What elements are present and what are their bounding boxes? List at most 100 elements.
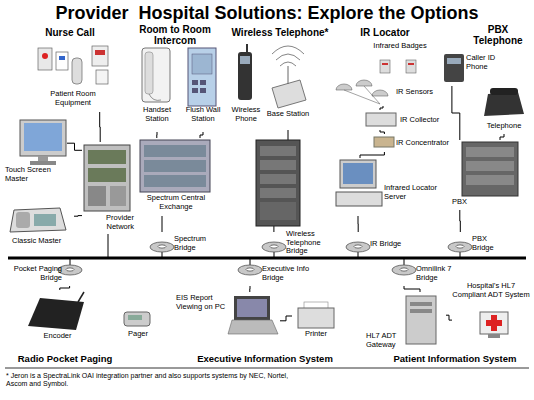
keypad <box>34 214 56 226</box>
section-heading: Patient Information System <box>380 354 530 365</box>
connector-line <box>200 132 203 138</box>
connector-line <box>99 112 101 142</box>
ir-concentrator: IR Concentrator <box>370 134 452 152</box>
bridge-disk: Wireless Telephone Bridge <box>262 232 328 256</box>
flush-wall-station <box>188 48 216 106</box>
bridge-disk: Executive Info Bridge <box>238 262 318 286</box>
sensor-wire <box>364 86 380 104</box>
node-label: Pager <box>118 330 158 339</box>
connector-line <box>60 286 70 290</box>
caller-id-phone: Caller ID Phone <box>440 50 510 86</box>
exchange-cabinet <box>140 140 210 192</box>
radio-waves <box>272 46 304 66</box>
node-label: IR Sensors <box>396 88 434 97</box>
column-heading: Room to Room Intercom <box>135 24 215 46</box>
station-button <box>200 80 206 85</box>
connector-line <box>500 134 504 140</box>
wall-panel <box>96 70 108 84</box>
power-unit <box>88 186 106 206</box>
laptop-lid <box>234 296 270 320</box>
handset <box>145 52 153 94</box>
phone-antenna <box>246 44 248 53</box>
network-bus <box>8 234 526 265</box>
disk-symbol <box>392 265 416 275</box>
node-label: IR Concentrator <box>396 139 452 148</box>
node-label: Flush Wall Station <box>182 106 224 123</box>
monitor-screen <box>24 123 62 151</box>
connector-line <box>358 216 359 232</box>
column-heading: Wireless Telephone* <box>225 27 335 38</box>
ir-collector: IR Collector <box>362 110 442 130</box>
drive-bay <box>410 309 432 313</box>
pbx-cabinet <box>462 142 518 196</box>
wall-panel <box>56 52 68 70</box>
disk-hole <box>66 268 74 271</box>
node-label: PBX <box>452 198 482 207</box>
node-label: Classic Master <box>12 237 74 246</box>
node-label: Provider Network <box>84 214 134 231</box>
ir-sensor <box>372 90 388 96</box>
network-cabinet <box>84 145 130 211</box>
monitor-base <box>488 334 500 338</box>
phone-screen <box>240 56 250 64</box>
node-label: EIS Report Viewing on PC <box>176 294 226 311</box>
card-row <box>466 147 514 157</box>
drive-bay <box>410 302 432 306</box>
station-button <box>200 88 206 93</box>
node-label: Spectrum Bridge <box>174 235 208 252</box>
node-label: Caller ID Phone <box>466 54 510 71</box>
rack-unit <box>260 202 296 220</box>
central-exchange: Spectrum Central Exchange <box>136 138 216 216</box>
gateway-server: HL7 ADT Gateway <box>366 292 446 350</box>
disk-hole <box>270 245 278 248</box>
adt-system: Hospital's HL7 Compliant ADT System <box>452 282 530 350</box>
handset-cord <box>149 94 161 100</box>
printer-body <box>298 308 334 328</box>
node-label: IR Bridge <box>370 240 404 249</box>
caller-id-screen <box>447 58 461 64</box>
flush-wall-station: Flush Wall Station <box>182 44 224 132</box>
wireless-devices <box>238 44 306 108</box>
rack-unit <box>260 174 296 184</box>
node-label: Encoder <box>20 332 95 341</box>
circuit-board <box>88 150 126 164</box>
connector-line <box>67 143 82 150</box>
encoder-unit <box>28 298 84 330</box>
desk-phone <box>484 92 524 116</box>
server-case <box>336 192 382 206</box>
base-station-unit <box>272 80 306 108</box>
desk-telephone: Telephone <box>478 88 530 134</box>
node-label: Handset Station <box>136 106 178 123</box>
wireless-phone: Wireless Phone <box>228 44 264 130</box>
locator-server: Infrared Locator Server <box>334 158 440 216</box>
encoder-antenna <box>78 292 84 302</box>
base-antenna <box>288 66 289 84</box>
monitor <box>20 120 66 156</box>
handset-station: Handset Station <box>136 44 178 132</box>
column-heading: IR Locator <box>350 27 420 38</box>
diagram-title: Provider Hospital Solutions: Explore the… <box>0 3 534 23</box>
bus-drop <box>250 258 251 265</box>
pager-screen <box>128 315 142 320</box>
handset <box>16 212 30 228</box>
station-button <box>192 80 198 85</box>
bridge-disk: Spectrum Bridge <box>150 232 208 256</box>
node-label: Hospital's HL7 Compliant ADT System <box>452 282 530 299</box>
wall-panel <box>38 48 52 70</box>
disk-symbol <box>262 242 286 252</box>
section-heading: Executive Information System <box>160 354 370 365</box>
touch-screen-master: Touch Screen Master <box>5 118 67 190</box>
disk-symbol <box>150 242 174 252</box>
bus-line <box>8 257 526 260</box>
nurse-call-devices <box>10 46 130 232</box>
node-label: Wireless Phone <box>228 106 264 123</box>
laptop-base <box>228 320 278 334</box>
node-label: PBX Bridge <box>472 235 504 252</box>
server-tower <box>406 296 436 344</box>
connector-line <box>459 210 461 232</box>
disk-symbol <box>346 242 370 252</box>
node-label: Telephone <box>478 122 530 131</box>
bridge-disk: Omnilink 7 Bridge <box>392 262 472 286</box>
network-board: Provider Network <box>82 142 134 234</box>
